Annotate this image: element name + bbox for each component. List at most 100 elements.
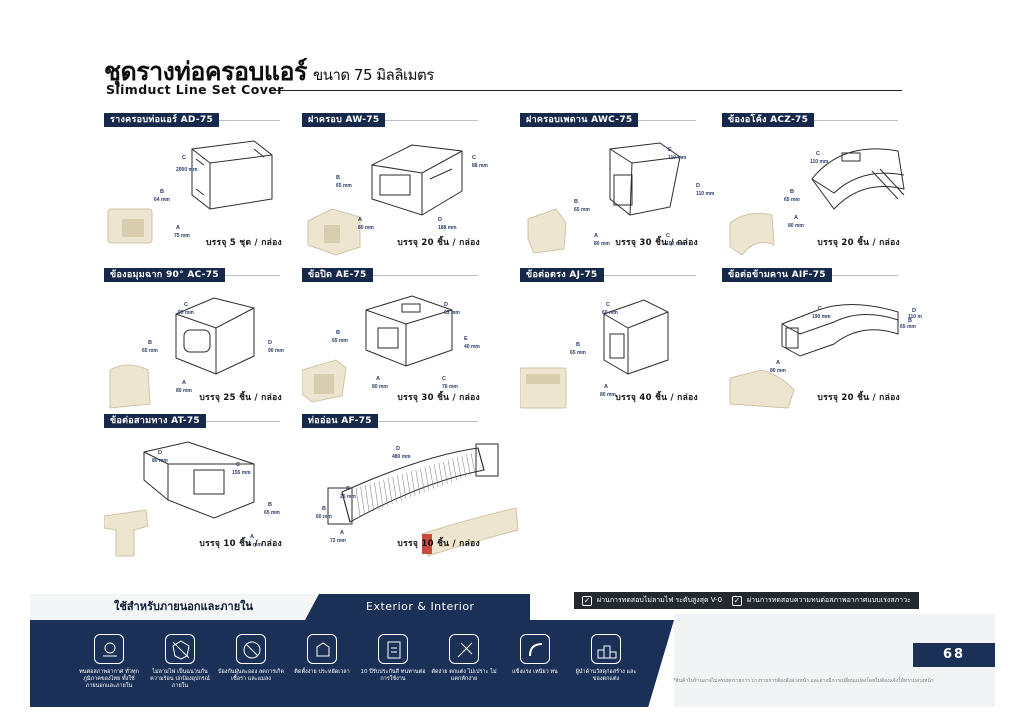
dimension-label: 110 mm [668, 155, 687, 161]
dimension-label: A [340, 530, 344, 536]
page-title: ชุดรางท่อครอบแอร์ ขนาด 75 มิลลิเมตร [104, 52, 434, 92]
dimension-label: A [794, 215, 798, 221]
product-header: ข้อปิด AE-75 [302, 268, 478, 282]
dimension-label: 80 mm [176, 388, 192, 394]
dimension-label: 88 mm [472, 163, 488, 169]
pack-quantity: บรรจุ 20 ชิ้น / กล่อง [817, 238, 900, 248]
dimension-label: B [268, 502, 272, 508]
header-rule [638, 119, 696, 121]
dimension-label: B [336, 330, 340, 336]
product-name: ท่ออ่อน AF-75 [302, 414, 378, 428]
product-name: ฝาครอบเพดาน AWC-75 [520, 113, 639, 127]
dimension-label: 65 mm [900, 324, 916, 330]
product-header: ข้อต่อสามทาง AT-75 [104, 414, 280, 428]
dimension-label: 2000 mm [176, 167, 198, 173]
usage-tab [305, 594, 530, 620]
dimension-label: 65 mm [332, 338, 348, 344]
dimension-label: D [158, 450, 162, 456]
dimension-label: B [322, 506, 326, 512]
header-rule [224, 274, 280, 276]
dimension-label: E [464, 336, 468, 342]
usage-label-thai: ใช้สำหรับภายนอกและภายใน [114, 600, 254, 613]
dimension-label: 155 mm [232, 470, 251, 476]
product-header: ท่ออ่อน AF-75 [302, 414, 478, 428]
dimension-label: 65 mm [336, 183, 352, 189]
product-name: ฝาครอบ AW-75 [302, 113, 386, 127]
check-icon: ✓ [732, 595, 742, 606]
pack-quantity: บรรจุ 30 ชิ้น / กล่อง [397, 393, 480, 403]
dimension-label: C [816, 151, 820, 157]
dimension-label: 80 mm [600, 392, 616, 398]
feature-text: ติดตั้งง่าย ประหยัดเวลา [294, 669, 350, 675]
features-panel [30, 620, 674, 707]
dimension-label: 60 mm [316, 514, 332, 520]
dimension-label: 80 mm [372, 384, 388, 390]
dimension-label: 64 mm [154, 197, 170, 203]
dimension-label: A [776, 360, 780, 366]
dimension-label: 110 mm [696, 191, 715, 197]
dimension-label: C [666, 233, 670, 239]
product-header: ข้องอมุมฉาก 90° AC-75 [104, 268, 280, 282]
dimension-label: 80 mm [594, 241, 610, 247]
no-pest-icon [236, 634, 266, 664]
dimension-label: 110 mm [908, 314, 922, 320]
product-name: ข้อต่อสามทาง AT-75 [104, 414, 206, 428]
dimension-label: B [790, 189, 794, 195]
dimension-label: C [184, 302, 188, 308]
dimension-label: 480 mm [392, 454, 411, 460]
feature-item: ป้องกันฝุ่นละออง ลดการเกิดเชื้อรา และแมล… [218, 634, 284, 683]
product-header: ข้อต่อข้ามคาน AIF-75 [722, 268, 898, 282]
dimension-label: C [818, 306, 822, 312]
dimension-label: B [574, 199, 578, 205]
dimension-label: C [182, 155, 186, 161]
cert-text: ผ่านการทดสอบความทนต่อสภาพอากาศแบบเร่งสภา… [747, 596, 911, 604]
product-header: ฝาครอบ AW-75 [302, 113, 478, 127]
dimension-label: 80 mm [770, 368, 786, 374]
dimension-label: 65 mm [574, 207, 590, 213]
dimension-label: 188 mm [438, 225, 457, 231]
header-rule [219, 119, 280, 121]
product-header: ฝาครอบเพดาน AWC-75 [520, 113, 696, 127]
dimension-label: 65 mm [264, 510, 280, 516]
product-name: ข้อต่อข้ามคาน AIF-75 [722, 268, 832, 282]
cert-text: ผ่านการทดสอบไม่ลามไฟ ระดับสูงสุด V-0 [597, 596, 723, 604]
pack-quantity: บรรจุ 10 ชิ้น / กล่อง [397, 539, 480, 549]
dimension-label: D [438, 217, 442, 223]
product-header: ข้อต่อตรง AJ-75 [520, 268, 696, 282]
dimension-label: 80 mm [246, 542, 262, 548]
feature-text: แข็งแรง เหนียว ทน [512, 669, 558, 675]
dimension-label: C [606, 302, 610, 308]
header-rule [372, 274, 478, 276]
pack-quantity: บรรจุ 40 ชิ้น / กล่อง [615, 393, 698, 403]
title-thai: ชุดรางท่อครอบแอร์ [104, 57, 307, 86]
dimension-label: D [268, 340, 272, 346]
check-icon: ✓ [582, 595, 592, 606]
feature-text: ป้องกันฝุ่นละออง ลดการเกิดเชื้อรา และแมล… [218, 669, 285, 682]
dimension-label: 65 mm [570, 350, 586, 356]
product-header: ข้องอโค้ง ACZ-75 [722, 113, 898, 127]
dimension-label: 75 mm [174, 233, 190, 239]
title-size: ขนาด 75 มิลลิเมตร [312, 66, 434, 84]
dimension-label: A [604, 384, 608, 390]
product-name: ข้องอมุมฉาก 90° AC-75 [104, 268, 225, 282]
dimension-label: 80 mm [152, 458, 168, 464]
flexible-icon [520, 634, 550, 664]
cert-badge-weather: ✓ ผ่านการทดสอบความทนต่อสภาพอากาศแบบเร่งส… [724, 592, 919, 609]
dimension-label: 100 mm [666, 241, 685, 247]
dimension-label: 80 mm [788, 223, 804, 229]
dimension-label: D [396, 446, 400, 452]
dimension-label: A [376, 376, 380, 382]
